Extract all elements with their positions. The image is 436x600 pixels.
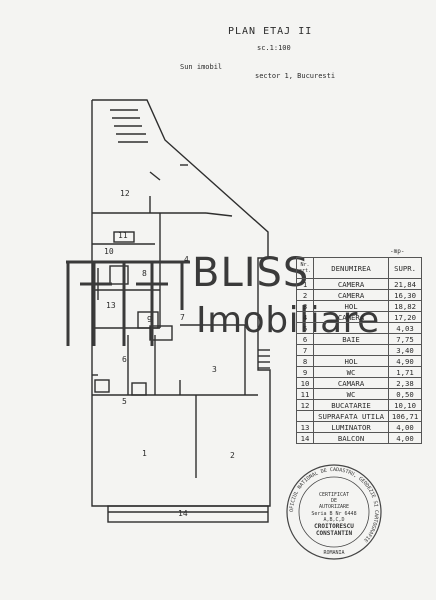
plan-label-4: 4 — [184, 255, 189, 264]
plan-label-7: 7 — [180, 313, 185, 322]
stamp-line5: A,B,C,D — [323, 517, 344, 523]
plan-label-6: 6 — [122, 355, 127, 364]
plan-label-2: 2 — [230, 451, 235, 460]
table-header-row: Nr. crt. DENUMIREA SUPR. — [295, 257, 423, 279]
stamp-line4: Seria B Nr 6448 — [311, 511, 356, 517]
plan-label-14: 14 — [178, 509, 188, 518]
stamp-name2: CONSTANTIN — [316, 530, 353, 537]
authorization-stamp: OFICIUL NATIONAL DE CADASTRU, GEODEZIE S… — [286, 464, 382, 560]
plan-label-5: 5 — [122, 397, 127, 406]
plan-scale: sc.1:100 — [257, 44, 291, 52]
stamp-line2: DE — [331, 498, 337, 504]
logo-bliss-text: BLISS — [192, 250, 310, 296]
plan-label-9: 9 — [147, 315, 152, 324]
stamp-line1: CERTIFICAT — [319, 492, 349, 498]
plan-label-1: 1 — [142, 449, 147, 458]
stamp-name1: CROITORESCU — [314, 523, 354, 530]
plan-title: PLAN ETAJ II — [228, 26, 313, 37]
bliss-logo-house-mark — [66, 260, 190, 346]
plan-label-13: 13 — [106, 301, 116, 310]
plan-label-10: 10 — [104, 247, 114, 256]
plan-label-3: 3 — [212, 365, 217, 374]
plan-label-11: 11 — [118, 231, 128, 240]
plan-address-line1: Sun imobil — [180, 63, 223, 71]
plan-label-12: 12 — [120, 189, 130, 198]
plan-label-8: 8 — [142, 269, 147, 278]
header-area: SUPR. — [388, 257, 423, 279]
table-unit: -mp- — [390, 248, 405, 255]
plan-address-line2: sector 1, Bucuresti — [255, 72, 336, 80]
header-nr: Nr. crt. — [295, 257, 315, 279]
stamp-country: ROMANIA — [323, 550, 344, 556]
header-name: DENUMIREA — [313, 257, 390, 279]
stamp-line3: AUTORIZARE — [319, 504, 349, 510]
